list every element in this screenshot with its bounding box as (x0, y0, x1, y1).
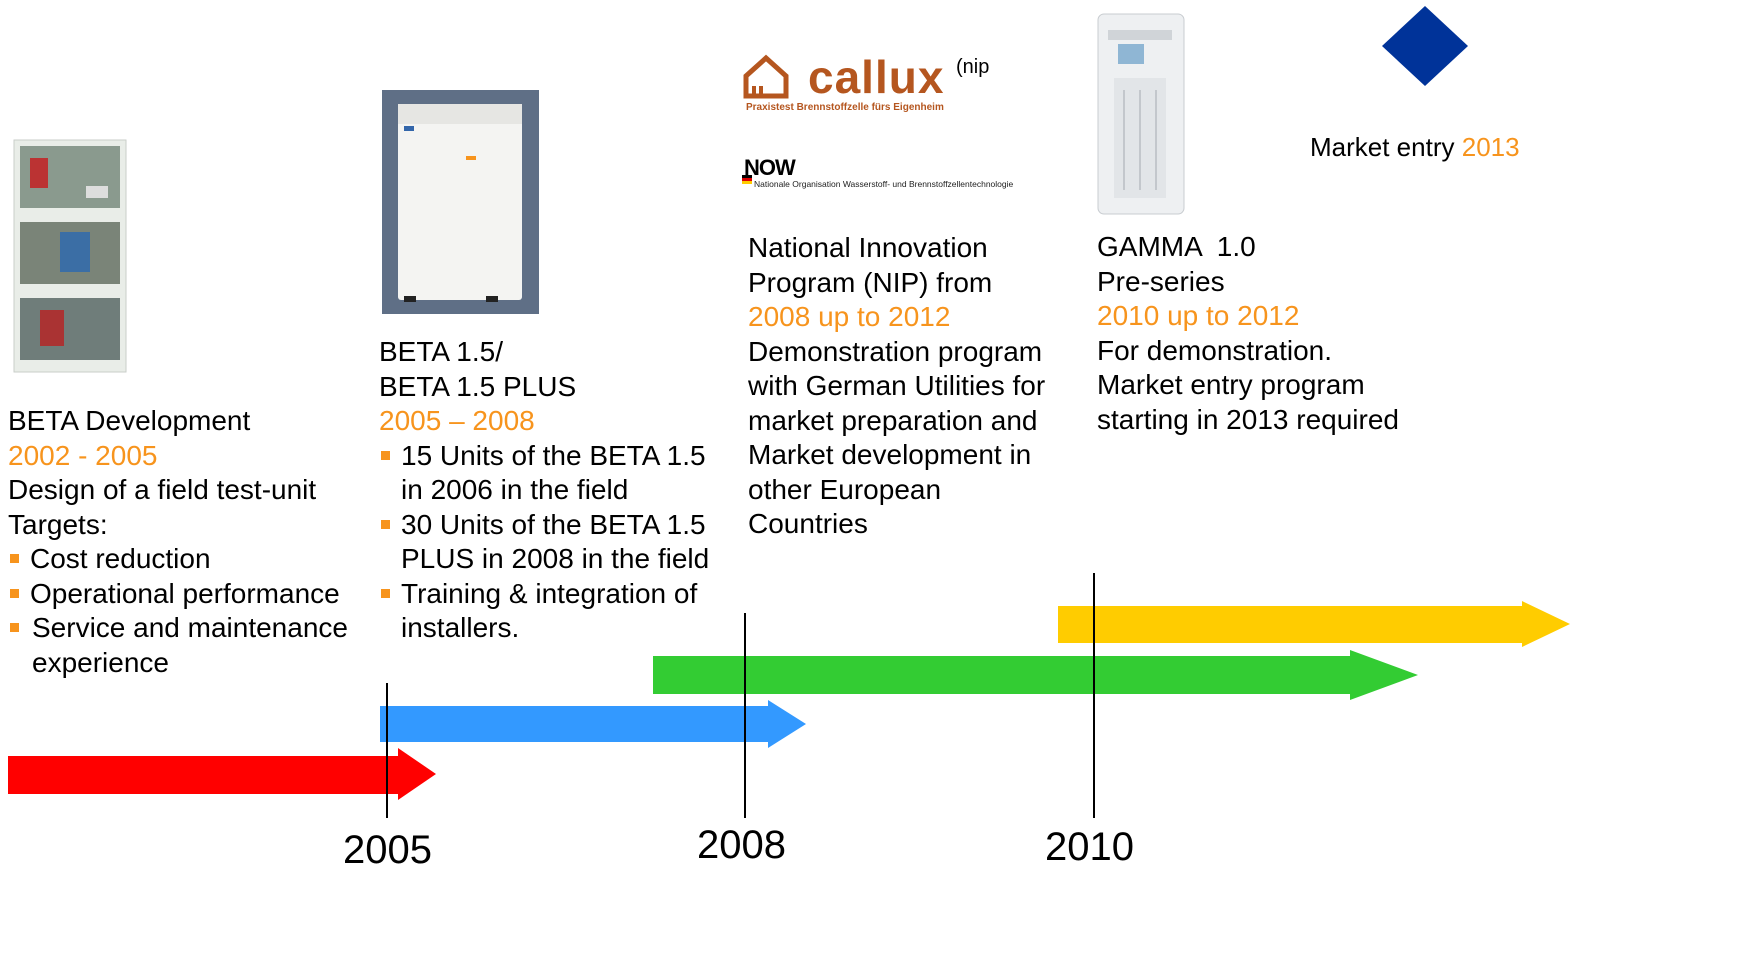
arrow-beta-development (8, 748, 436, 800)
market-entry-label: Market entry 2013 (1310, 130, 1520, 165)
beta-development-targets: Cost reduction Operational performance S… (8, 542, 378, 680)
market-entry-diamond (1382, 6, 1468, 86)
beta15-block: BETA 1.5/ BETA 1.5 PLUS 2005 – 2008 15 U… (379, 335, 724, 646)
now-logo-subtitle: Nationale Organisation Wasserstoff- und … (754, 179, 1014, 189)
gamma-desc2: Market entry program starting in 2013 re… (1097, 369, 1399, 435)
year-line-2010 (1093, 573, 1095, 818)
callux-logo-subtitle: Praxistest Brennstoffzelle fürs Eigenhei… (746, 102, 944, 113)
beta15-bullets: 15 Units of the BETA 1.5 in 2006 in the … (379, 439, 724, 646)
arrow-gamma (1058, 601, 1570, 647)
gamma-subtitle: Pre-series (1097, 265, 1225, 297)
nip-title: National Innovation Program (NIP) from (748, 232, 993, 298)
beta-development-title: BETA Development (8, 405, 251, 436)
beta-development-line1: Design of a field test-unit (8, 474, 317, 505)
year-label-2008: 2008 (697, 823, 786, 867)
callux-logo-text: callux (808, 51, 945, 103)
year-label-2010: 2010 (1045, 825, 1134, 869)
gamma-desc1: For demonstration. (1097, 334, 1332, 366)
year-label-2005: 2005 (343, 828, 432, 872)
market-entry-year: 2013 (1461, 132, 1520, 162)
market-entry-text: Market entry (1310, 132, 1455, 162)
gamma-title: GAMMA 1.0 (1097, 231, 1256, 262)
callux-logo-superscript: (nip (956, 56, 990, 78)
beta15-title2: BETA 1.5 PLUS (379, 370, 577, 402)
beta-development-years: 2002 - 2005 (8, 439, 158, 471)
beta-development-line2: Targets: (8, 508, 108, 540)
list-item: 15 Units of the BETA 1.5 in 2006 in the … (379, 439, 724, 508)
nip-block: National Innovation Program (NIP) from 2… (748, 231, 1066, 542)
list-item: Cost reduction (8, 542, 378, 577)
arrow-beta15 (380, 700, 806, 748)
beta-development-unit-image (13, 139, 127, 373)
year-line-2005 (386, 683, 388, 818)
gamma-years: 2010 up to 2012 (1097, 300, 1300, 331)
nip-description: Demonstration program with German Utilit… (748, 335, 1046, 540)
arrow-nip (653, 650, 1418, 700)
now-logo: NOW (744, 155, 796, 180)
now-flag-icon (742, 175, 752, 184)
list-item: Service and maintenance experience (8, 611, 362, 680)
callux-house-icon (743, 54, 789, 99)
list-item: Operational performance (8, 577, 378, 612)
callux-logo: callux (nip (808, 50, 989, 104)
beta15-title1: BETA 1.5/ (379, 336, 503, 367)
beta15-years: 2005 – 2008 (379, 405, 535, 436)
gamma-block: GAMMA 1.0 Pre-series 2010 up to 2012 For… (1097, 230, 1427, 437)
gamma-unit-image (1097, 13, 1185, 215)
list-item: Training & integration of installers. (379, 577, 724, 646)
year-line-2008 (744, 613, 746, 818)
list-item: 30 Units of the BETA 1.5 PLUS in 2008 in… (379, 508, 724, 577)
beta15-unit-image (382, 90, 539, 314)
nip-years: 2008 up to 2012 (748, 301, 951, 332)
beta-development-block: BETA Development 2002 - 2005 Design of a… (8, 404, 378, 680)
